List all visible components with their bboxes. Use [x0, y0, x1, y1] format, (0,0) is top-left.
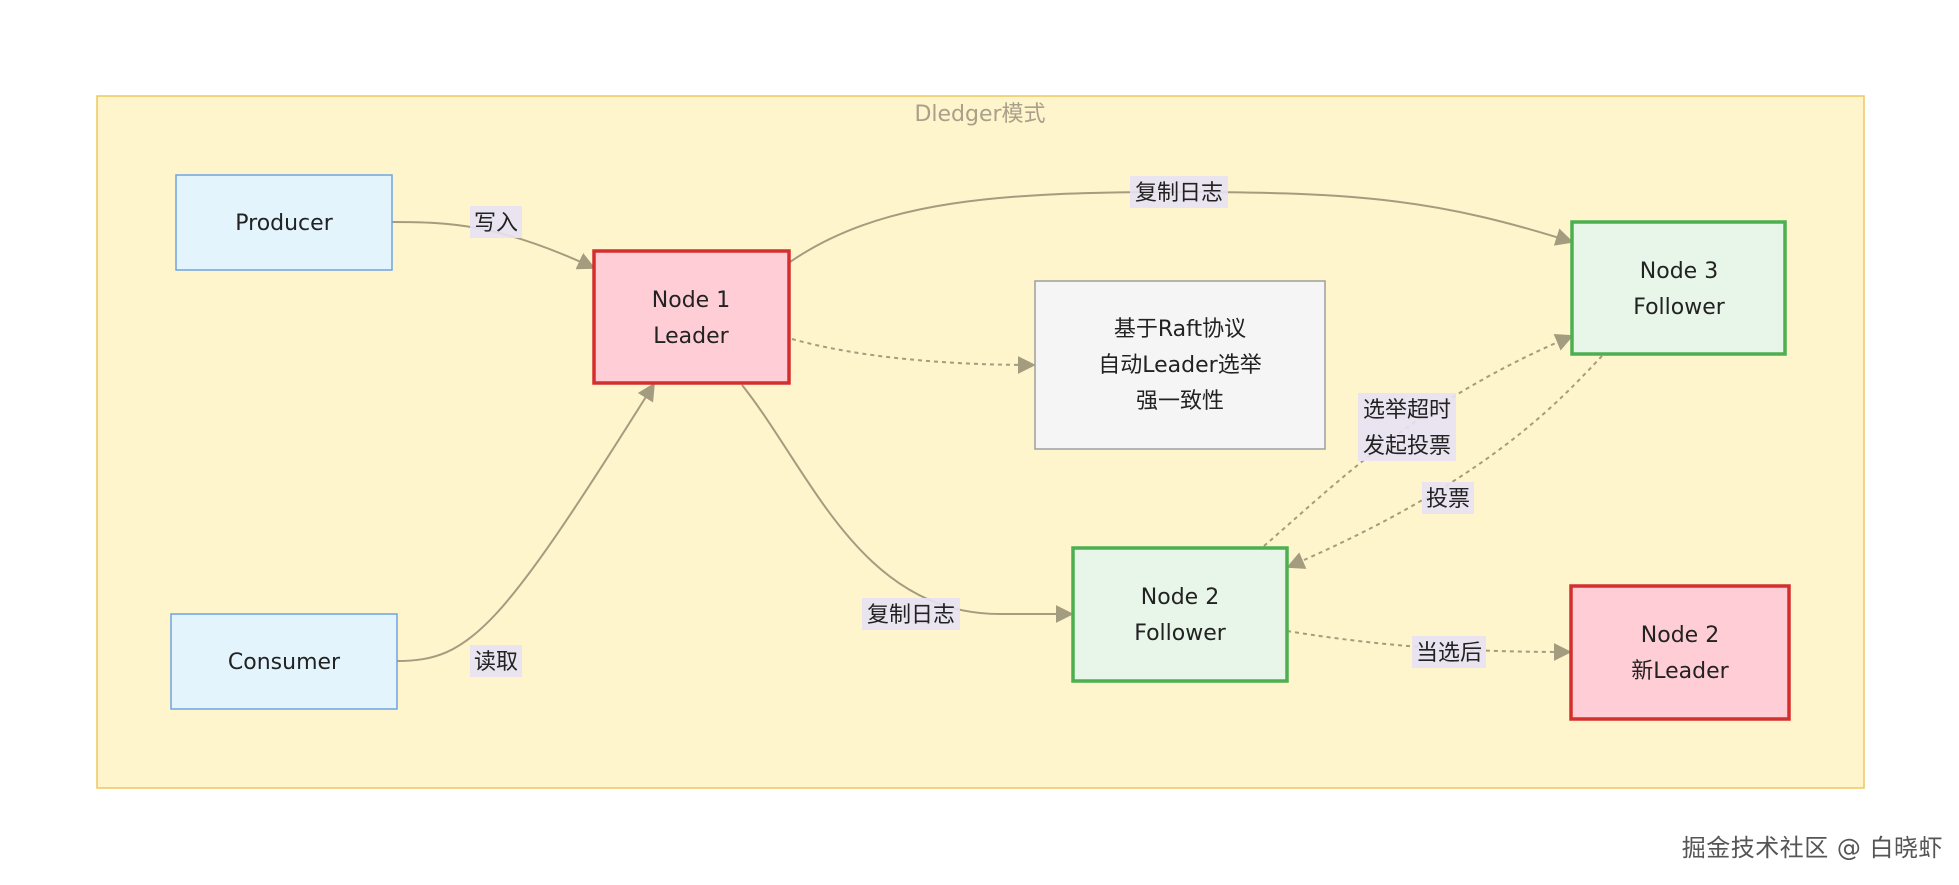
edge-labels: 写入 读取 复制日志 复制日志 选举超时 发起投票 投票 当选后 [470, 176, 1486, 677]
node-raft-note[interactable]: 基于Raft协议 自动Leader选举 强一致性 [1034, 280, 1326, 450]
node-node3-line1: Node 3 [1640, 259, 1718, 284]
label-election-line1: 选举超时 [1363, 398, 1451, 423]
edge-leader-node2 [741, 384, 1074, 623]
node-producer-label: Producer [235, 211, 333, 236]
label-after-elected-text: 当选后 [1416, 641, 1482, 666]
edge-leader-note [791, 338, 1036, 374]
node-new-leader-line2: 新Leader [1631, 659, 1729, 684]
edge-node2-node3-election [1263, 333, 1574, 547]
node-leader[interactable]: Node 1 Leader [592, 249, 791, 385]
label-election: 选举超时 发起投票 [1358, 393, 1456, 461]
label-read-text: 读取 [474, 650, 518, 675]
cluster-title: Dledger模式 [914, 102, 1045, 127]
node-consumer-label: Consumer [228, 650, 341, 675]
node-raft-note-line2: 自动Leader选举 [1098, 353, 1261, 378]
nodes: Producer Consumer Node 1 Leader 基于Raft协议… [170, 174, 1791, 721]
node-new-leader-line1: Node 2 [1641, 623, 1719, 648]
node-raft-note-box[interactable] [1034, 280, 1326, 450]
node-raft-note-line3: 强一致性 [1136, 389, 1224, 414]
node-node2[interactable]: Node 2 Follower [1071, 546, 1289, 683]
label-replicate-top-text: 复制日志 [1135, 181, 1223, 206]
edge-node3-node2-vote [1286, 355, 1603, 569]
node-producer-box[interactable] [175, 174, 393, 271]
label-replicate-bottom: 复制日志 [862, 598, 960, 630]
node-node3[interactable]: Node 3 Follower [1570, 220, 1787, 356]
node-producer[interactable]: Producer [175, 174, 393, 271]
label-write-text: 写入 [474, 211, 518, 236]
node-consumer-box[interactable] [170, 613, 398, 710]
label-after-elected: 当选后 [1412, 636, 1486, 668]
node-node3-box[interactable] [1570, 220, 1787, 356]
watermark: 掘金技术社区 @ 白晓虾 [1681, 834, 1943, 862]
node-consumer[interactable]: Consumer [170, 613, 398, 710]
node-leader-line1: Node 1 [652, 288, 730, 313]
node-new-leader-box[interactable] [1569, 584, 1791, 721]
label-read: 读取 [470, 645, 522, 677]
label-replicate-top: 复制日志 [1130, 176, 1228, 208]
node-node3-line2: Follower [1633, 295, 1726, 320]
label-vote-text: 投票 [1426, 487, 1470, 512]
edge-consumer-leader [396, 382, 655, 662]
node-leader-line2: Leader [653, 324, 729, 349]
node-raft-note-line1: 基于Raft协议 [1114, 317, 1246, 342]
label-election-line2: 发起投票 [1363, 434, 1451, 459]
node-node2-line1: Node 2 [1141, 585, 1219, 610]
node-node2-line2: Follower [1134, 621, 1227, 646]
label-write: 写入 [470, 206, 522, 238]
label-replicate-bottom-text: 复制日志 [867, 603, 955, 628]
label-vote: 投票 [1422, 482, 1474, 514]
node-leader-box[interactable] [592, 249, 791, 385]
node-new-leader[interactable]: Node 2 新Leader [1569, 584, 1791, 721]
node-node2-box[interactable] [1071, 546, 1289, 683]
